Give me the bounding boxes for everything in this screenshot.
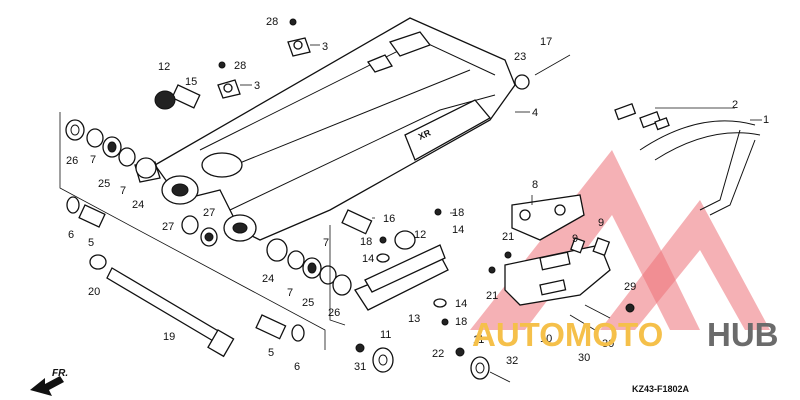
callout-29: 29 bbox=[624, 281, 636, 293]
callout-18: 18 bbox=[455, 316, 467, 328]
callout-27: 27 bbox=[203, 207, 215, 219]
callout-20: 20 bbox=[88, 286, 100, 298]
callout-15: 15 bbox=[185, 76, 197, 88]
fasteners bbox=[218, 18, 635, 383]
callout-14: 14 bbox=[452, 224, 464, 236]
swingarm-body: XR bbox=[154, 17, 516, 242]
callout-25: 25 bbox=[302, 297, 314, 309]
callout-8: 8 bbox=[532, 179, 538, 191]
callout-26: 26 bbox=[66, 155, 78, 167]
callout-4: 4 bbox=[532, 107, 538, 119]
callout-1: 1 bbox=[763, 114, 769, 126]
callout-22: 22 bbox=[432, 348, 444, 360]
group-bracket-left bbox=[59, 112, 326, 350]
callout-11: 11 bbox=[473, 334, 484, 346]
callout-3: 3 bbox=[322, 41, 328, 53]
front-direction-label: FR. bbox=[52, 368, 68, 379]
callout-28: 28 bbox=[266, 16, 278, 28]
callout-18: 18 bbox=[452, 207, 464, 219]
watermark-part2: HUB bbox=[707, 316, 779, 353]
callout-9: 9 bbox=[598, 217, 604, 229]
callout-30: 30 bbox=[578, 352, 590, 364]
watermark-text: AUTOMOTO HUB bbox=[472, 316, 779, 353]
callout-21: 21 bbox=[486, 290, 498, 302]
callout-11: 11 bbox=[380, 329, 391, 341]
callout-5: 5 bbox=[268, 347, 274, 359]
callout-7: 7 bbox=[90, 154, 96, 166]
watermark-logo bbox=[470, 150, 770, 330]
callout-30: 30 bbox=[602, 338, 614, 350]
callout-24: 24 bbox=[262, 273, 274, 285]
front-direction-arrow: FR. bbox=[30, 368, 68, 396]
callout-6: 6 bbox=[294, 361, 300, 373]
callout-31: 31 bbox=[354, 361, 366, 373]
callout-26: 26 bbox=[328, 307, 340, 319]
callout-19: 19 bbox=[163, 331, 175, 343]
small-parts bbox=[65, 37, 611, 380]
diagram-code: KZ43-F1802A bbox=[632, 384, 690, 394]
callout-9: 9 bbox=[572, 233, 578, 245]
callout-5: 5 bbox=[88, 237, 94, 249]
watermark-part1: AUTOMOTO bbox=[472, 316, 663, 353]
callout-12: 12 bbox=[414, 229, 426, 241]
callout-18: 18 bbox=[360, 236, 372, 248]
callout-6: 6 bbox=[68, 229, 74, 241]
callout-7: 7 bbox=[323, 237, 329, 249]
callout-labels: 1 2 3 3 4 5 5 6 6 7 7 7 7 8 9 9 10 11 11… bbox=[66, 16, 769, 373]
callout-17: 17 bbox=[540, 36, 552, 48]
callout-16: 16 bbox=[383, 213, 395, 225]
callout-32: 32 bbox=[506, 355, 518, 367]
callout-7: 7 bbox=[120, 185, 126, 197]
callout-14: 14 bbox=[455, 298, 467, 310]
callout-14: 14 bbox=[362, 253, 374, 265]
callout-24: 24 bbox=[132, 199, 144, 211]
callout-25: 25 bbox=[98, 178, 110, 190]
svg-text:XR: XR bbox=[417, 127, 433, 142]
chain-slider bbox=[511, 194, 585, 241]
group-bracket-right bbox=[329, 225, 346, 326]
callout-2: 2 bbox=[732, 99, 738, 111]
leader-lines bbox=[240, 44, 762, 219]
chain-adjuster-plate bbox=[504, 244, 611, 306]
callout-12: 12 bbox=[158, 61, 170, 73]
callout-13: 13 bbox=[408, 313, 420, 325]
drive-chain bbox=[614, 103, 761, 216]
callout-10: 10 bbox=[540, 333, 552, 345]
callout-7: 7 bbox=[287, 287, 293, 299]
callout-3: 3 bbox=[254, 80, 260, 92]
callout-28: 28 bbox=[234, 60, 246, 72]
chain-guide bbox=[354, 244, 449, 311]
callout-27: 27 bbox=[162, 221, 174, 233]
callout-21: 21 bbox=[502, 231, 514, 243]
pivot-bolt bbox=[106, 267, 235, 358]
callout-23: 23 bbox=[514, 51, 526, 63]
